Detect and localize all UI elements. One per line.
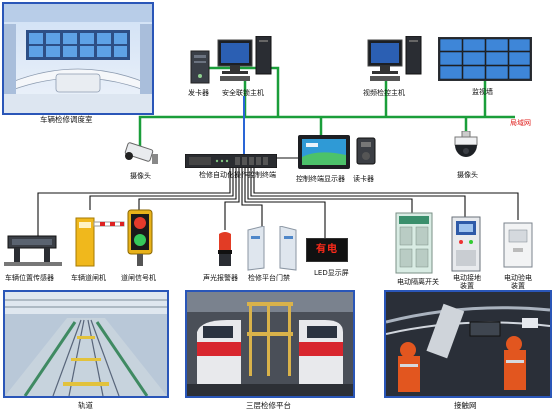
test-device-icon [503, 222, 533, 272]
card-reader-icon [356, 137, 376, 169]
led-screen-label: LED显示屏 [314, 269, 349, 277]
catenary-photo [384, 290, 552, 398]
track-label: 轨道 [78, 401, 93, 410]
camera-right-icon [449, 130, 483, 171]
lan-label: 局域网 [510, 119, 531, 127]
grounding-icon [451, 216, 481, 276]
video-host-icon [366, 35, 424, 88]
vehicle-sensor-label: 车辆位置传感器 [5, 274, 54, 282]
lan-backbone [138, 115, 515, 150]
camera-right-label: 摄像头 [457, 171, 478, 179]
platform-door-label: 检修平台门禁 [248, 274, 290, 282]
camera-left-label: 摄像头 [130, 172, 151, 180]
control-room-label: 车辆检修调度室 [40, 115, 93, 124]
vehicle-sensor-icon [4, 234, 62, 272]
catenary-label: 接触网 [454, 401, 477, 410]
auto-terminal-icon [184, 153, 278, 172]
auto-terminal-label: 检修自动化操作控制终端 [199, 171, 276, 179]
display-terminal-label: 控制终端显示器 [296, 175, 345, 183]
platform-photo [185, 290, 355, 398]
barrier-icon [72, 208, 126, 272]
test-device-label: 电动验电装置 [504, 274, 532, 290]
card-server-icon [190, 50, 210, 88]
card-reader-label: 读卡器 [353, 175, 374, 183]
barrier-label: 车辆道闸机 [71, 274, 106, 282]
isolator-icon [395, 212, 433, 278]
isolator-label: 电动隔离开关 [397, 278, 439, 286]
track-photo [3, 290, 169, 398]
card-server-label: 发卡器 [188, 89, 209, 97]
security-host-label: 安全联锁主机 [222, 89, 264, 97]
camera-left-icon [122, 140, 160, 170]
alarm-icon [214, 230, 236, 272]
alarm-label: 声光报警器 [203, 274, 238, 282]
led-screen-icon: 有电 [306, 238, 348, 262]
signal-label: 道闸信号机 [121, 274, 156, 282]
signal-icon [124, 208, 156, 272]
grounding-label: 电动接地装置 [453, 274, 481, 290]
video-wall-icon [438, 37, 532, 85]
video-host-label: 视频检控主机 [363, 89, 405, 97]
platform-label: 三层检修平台 [246, 401, 291, 410]
control-room-photo [2, 2, 154, 115]
led-screen-text: 有电 [316, 244, 338, 255]
platform-door-icon [246, 225, 298, 276]
security-host-icon [216, 35, 274, 88]
display-terminal-icon [298, 135, 350, 173]
video-wall-label: 监视墙 [472, 88, 493, 96]
